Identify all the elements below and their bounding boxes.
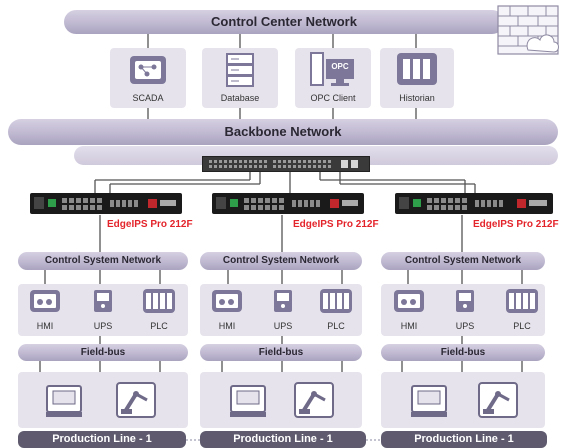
production-line-banner-3: Production Line - 1	[381, 431, 547, 448]
production-line-banner-2: Production Line - 1	[200, 431, 366, 448]
device-label-ups-3: UPS	[455, 321, 475, 331]
device-label-hmi-2: HMI	[218, 321, 236, 331]
ups-icon	[270, 289, 296, 314]
device-card-1: HMI UPS PLC	[18, 284, 188, 336]
device-card-3: HMI UPS PLC	[381, 284, 545, 336]
device-label-plc-2: PLC	[327, 321, 345, 331]
device-label-hmi-1: HMI	[36, 321, 54, 331]
app-card-historian: Historian	[380, 48, 454, 108]
app-card-database: Database	[202, 48, 278, 108]
device-label-hmi-3: HMI	[400, 321, 418, 331]
machine-card-3	[381, 372, 545, 428]
plc-icon	[506, 289, 538, 313]
opc-client-icon: OPC	[309, 51, 357, 89]
device-label-ups-1: UPS	[93, 321, 113, 331]
backbone-network-title: Backbone Network	[224, 124, 342, 139]
control-system-network-bar-2: Control System Network	[200, 252, 362, 270]
app-card-opc-client: OPC OPC Client	[295, 48, 371, 108]
robot-arm-icon	[476, 380, 520, 420]
machine-card-2	[200, 372, 362, 428]
edge-switch-label-1: EdgeIPS Pro 212F	[107, 219, 193, 230]
fieldbus-title-3: Field-bus	[440, 347, 486, 358]
robot-arm-icon	[292, 380, 336, 420]
robot-arm-icon	[114, 380, 158, 420]
plc-icon	[143, 289, 175, 313]
edge-switch-3	[395, 193, 553, 214]
control-center-network-title: Control Center Network	[211, 14, 357, 29]
fieldbus-bar-3: Field-bus	[381, 344, 545, 361]
control-system-network-title-1: Control System Network	[44, 255, 162, 266]
control-system-network-title-2: Control System Network	[222, 255, 340, 266]
database-icon	[225, 52, 255, 88]
ups-icon	[90, 289, 116, 314]
fieldbus-title-2: Field-bus	[258, 347, 304, 358]
hmi-icon	[394, 290, 424, 312]
production-line-label-3: Production Line - 1	[414, 433, 514, 445]
fieldbus-title-1: Field-bus	[80, 347, 126, 358]
app-label-historian: Historian	[399, 93, 435, 103]
backbone-lower-bar	[74, 146, 558, 165]
historian-icon	[397, 53, 437, 85]
device-label-plc-1: PLC	[150, 321, 168, 331]
fieldbus-bar-1: Field-bus	[18, 344, 188, 361]
ups-icon	[452, 289, 478, 314]
control-system-network-bar-3: Control System Network	[381, 252, 545, 270]
cnc-machine-icon	[228, 380, 268, 420]
edge-switch-label-2: EdgeIPS Pro 212F	[293, 219, 379, 230]
plc-icon	[320, 289, 352, 313]
backbone-network-bar: Backbone Network	[8, 119, 558, 145]
app-card-scada: SCADA	[110, 48, 186, 108]
production-line-banner-1: Production Line - 1	[18, 431, 186, 448]
device-label-ups-2: UPS	[273, 321, 293, 331]
control-center-network-bar: Control Center Network	[64, 10, 504, 34]
hmi-icon	[212, 290, 242, 312]
control-system-network-title-3: Control System Network	[404, 255, 522, 266]
hmi-icon	[30, 290, 60, 312]
production-line-label-2: Production Line - 1	[233, 433, 333, 445]
cnc-machine-icon	[44, 380, 84, 420]
core-switch-icon	[202, 156, 370, 172]
fieldbus-bar-2: Field-bus	[200, 344, 362, 361]
device-card-2: HMI UPS PLC	[200, 284, 362, 336]
app-label-database: Database	[220, 93, 260, 103]
opc-icon-text: OPC	[331, 62, 349, 71]
edge-switch-label-3: EdgeIPS Pro 212F	[473, 219, 559, 230]
scada-icon	[130, 56, 166, 84]
edge-switch-1	[30, 193, 182, 214]
app-label-opc-client: OPC Client	[310, 93, 356, 103]
device-label-plc-3: PLC	[513, 321, 531, 331]
cnc-machine-icon	[409, 380, 449, 420]
edge-switch-2	[212, 193, 364, 214]
machine-card-1	[18, 372, 188, 428]
app-label-scada: SCADA	[132, 93, 164, 103]
control-system-network-bar-1: Control System Network	[18, 252, 188, 270]
production-line-label-1: Production Line - 1	[52, 433, 152, 445]
